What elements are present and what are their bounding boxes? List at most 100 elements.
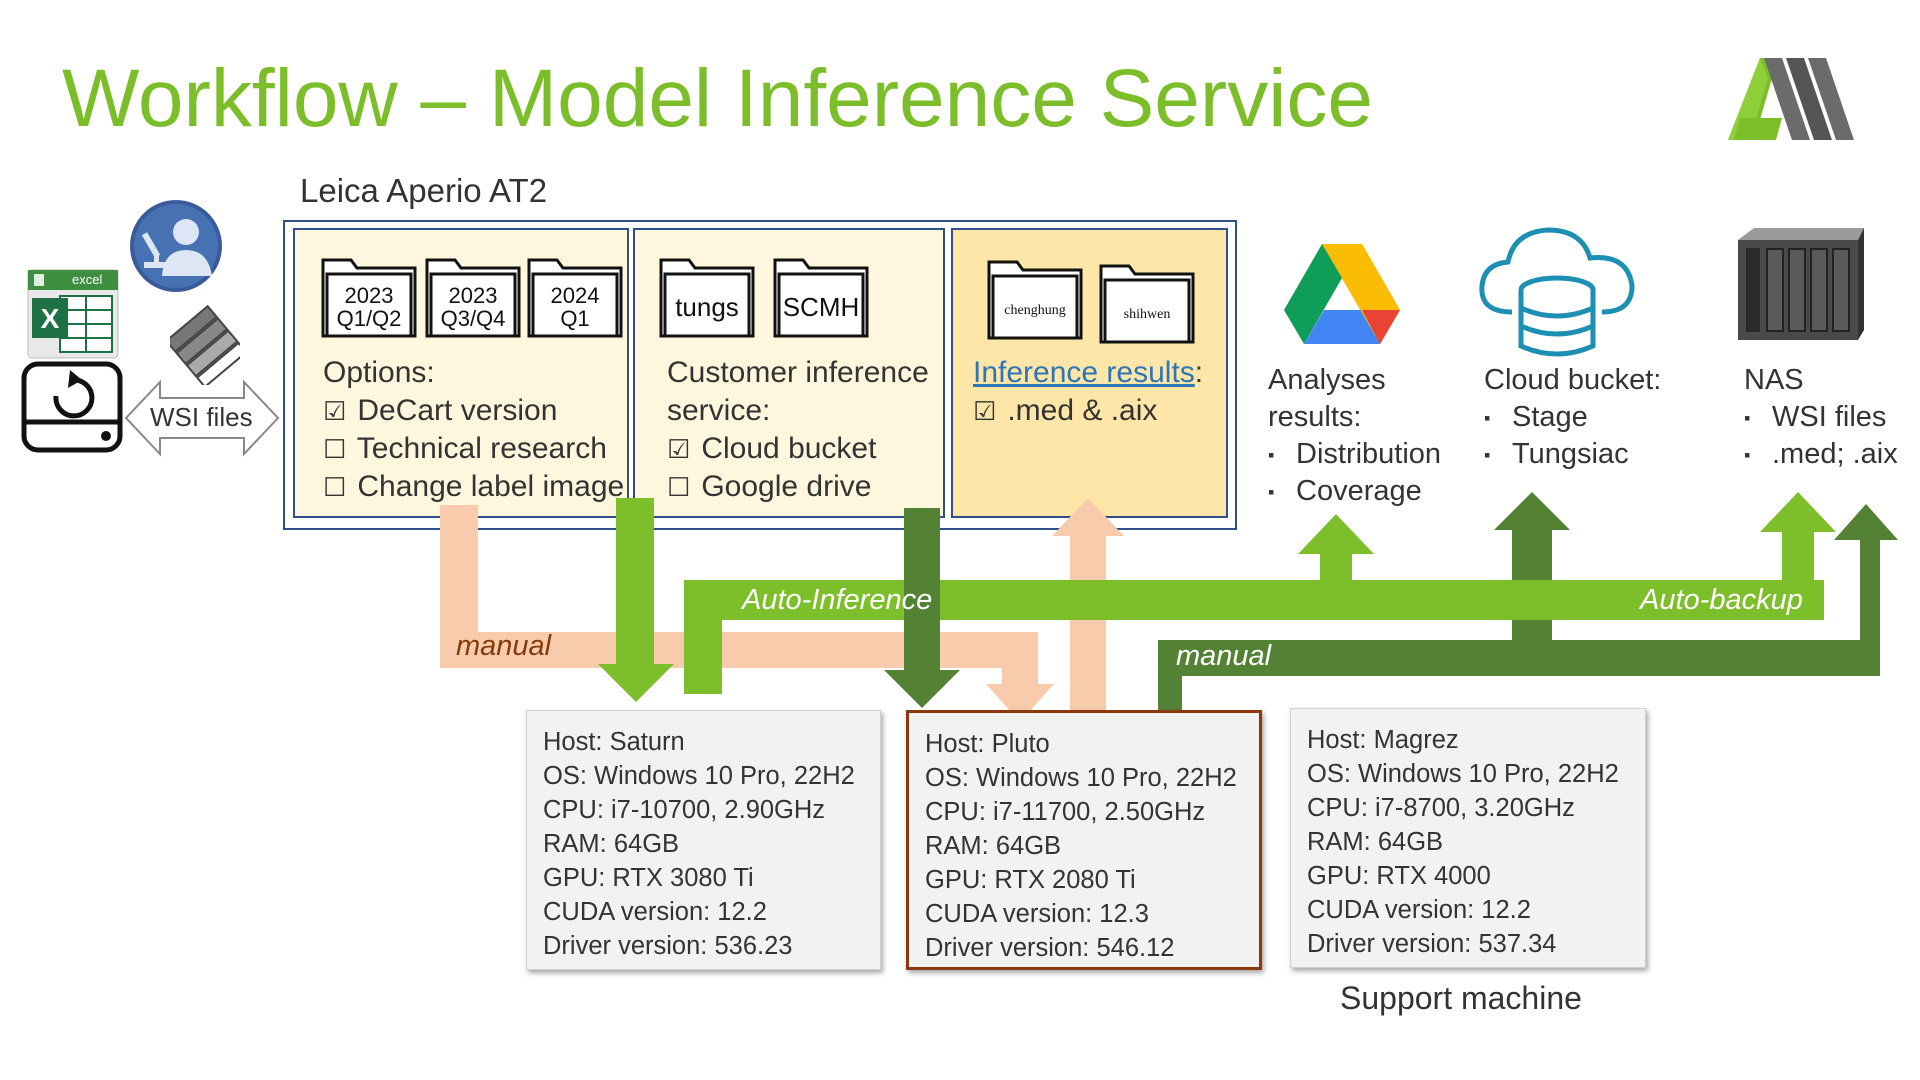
host-line: Driver version: 546.12: [925, 934, 1175, 962]
option-label: Cloud bucket: [701, 432, 877, 465]
customer-heading-line1: Customer inference: [667, 356, 929, 389]
host-magrez-card[interactable]: Host: Magrez OS: Windows 10 Pro, 22H2 CP…: [1290, 708, 1646, 968]
unchecked-box-icon: ☐: [323, 472, 347, 502]
list-item: ▪WSI files: [1744, 401, 1887, 434]
list-item: ▪Coverage: [1268, 475, 1422, 508]
drive-item-label: Distribution: [1296, 438, 1442, 471]
google-drive-icon: [1284, 244, 1400, 344]
folder-label: shihwen: [1123, 307, 1171, 322]
host-line: RAM: 64GB: [1307, 828, 1444, 856]
option-label: .med & .aix: [1007, 394, 1158, 427]
manual-left-label: manual: [456, 630, 552, 662]
auto-bar: [684, 580, 1824, 620]
list-item: ▪.med; .aix: [1744, 438, 1898, 471]
inference-results-link[interactable]: Inference results: [973, 356, 1195, 389]
host-pluto-card[interactable]: Host: Pluto OS: Windows 10 Pro, 22H2 CPU…: [906, 710, 1262, 970]
option-google-drive[interactable]: ☐ Google drive: [667, 470, 871, 504]
option-label: Change label image: [357, 470, 625, 503]
wsi-arrow-label: WSI files: [150, 402, 253, 432]
auto-inference-label: Auto-Inference: [742, 584, 933, 616]
unchecked-box-icon: ☐: [667, 472, 691, 502]
list-item: ▪Stage: [1484, 401, 1588, 434]
host-line: CUDA version: 12.3: [925, 900, 1149, 928]
customer-heading-line2: service:: [667, 394, 771, 427]
host-line: GPU: RTX 3080 Ti: [543, 864, 754, 892]
excel-icon: X excel: [26, 268, 120, 360]
nas-line1: NAS: [1744, 364, 1804, 396]
option-decart-version[interactable]: ☑ DeCart version: [323, 394, 557, 428]
host-line: Driver version: 536.23: [543, 932, 793, 960]
manual-output-arrow: [1158, 504, 1898, 712]
slides-icon: [170, 305, 240, 385]
folder-label-line1: 2024: [550, 283, 600, 308]
option-technical-research[interactable]: ☐ Technical research: [323, 432, 607, 466]
support-machine-label: Support machine: [1340, 980, 1582, 1016]
folder-label-line1: 2023: [344, 283, 394, 308]
folder-label: chenghung: [1004, 303, 1066, 318]
host-line: GPU: RTX 2080 Ti: [925, 866, 1136, 894]
list-item: ▪Tungsiac: [1484, 438, 1629, 471]
option-med-aix[interactable]: ☑ .med & .aix: [973, 394, 1157, 428]
saturn-down-arrow: [598, 498, 674, 702]
cloud-database-icon: [1479, 227, 1635, 357]
host-line: Driver version: 537.34: [1307, 930, 1557, 958]
drive-line1: Analyses: [1268, 364, 1386, 396]
company-logo: [1728, 58, 1854, 140]
folder-label-line2: Q3/Q4: [440, 306, 506, 332]
host-line: OS: Windows 10 Pro, 22H2: [543, 762, 855, 790]
scanner-label: Leica Aperio AT2: [300, 172, 548, 209]
inference-results-heading[interactable]: Inference results:: [973, 356, 1203, 390]
wsi-double-arrow: [124, 379, 280, 457]
host-line: Host: Magrez: [1307, 726, 1459, 754]
option-label: Technical research: [356, 432, 607, 465]
folder-chenghung[interactable]: chenghung: [987, 256, 1083, 340]
folder-shihwen[interactable]: shihwen: [1099, 260, 1195, 344]
nas-service-label: NAS ▪WSI files ▪.med; .aix: [1744, 362, 1898, 473]
folder-label-line2: Q1: [560, 306, 590, 332]
analyses-upload-arrow: [1298, 514, 1374, 582]
auto-bar-drop: [684, 600, 722, 694]
checked-box-icon: ☑: [323, 396, 347, 426]
customer-inference-panel: tungs SCMH Customer inference service: ☑…: [633, 228, 945, 518]
folder-tungs[interactable]: tungs: [659, 254, 755, 338]
host-line: GPU: RTX 4000: [1307, 862, 1491, 890]
host-line: CPU: i7-10700, 2.90GHz: [543, 796, 826, 824]
cloud-item-label: Stage: [1512, 401, 1588, 434]
nas-icon: [1738, 228, 1864, 340]
folder-label: SCMH: [782, 292, 860, 322]
folder-scmh[interactable]: SCMH: [773, 254, 869, 338]
svg-text:X: X: [41, 303, 60, 334]
host-line: CPU: i7-11700, 2.50GHz: [925, 798, 1206, 826]
folder-label: tungs: [675, 292, 739, 322]
option-cloud-bucket[interactable]: ☑ Cloud bucket: [667, 432, 876, 466]
folder-label-line1: 2023: [448, 283, 498, 308]
host-saturn-card[interactable]: Host: Saturn OS: Windows 10 Pro, 22H2 CP…: [526, 710, 881, 970]
host-line: CUDA version: 12.2: [1307, 896, 1531, 924]
option-change-label-image[interactable]: ☐ Change label image: [323, 470, 624, 504]
host-line: CPU: i7-8700, 3.20GHz: [1307, 794, 1575, 822]
option-label: Google drive: [701, 470, 872, 503]
host-line: RAM: 64GB: [925, 832, 1062, 860]
nas-item-label: .med; .aix: [1772, 438, 1898, 471]
backup-drive-icon: [21, 361, 123, 453]
checked-box-icon: ☑: [973, 396, 997, 426]
options-heading: Options:: [323, 356, 435, 389]
host-line: RAM: 64GB: [543, 830, 680, 858]
heading-colon: :: [1194, 356, 1204, 389]
pathologist-icon: [130, 200, 222, 292]
page-title: Workflow – Model Inference Service: [62, 53, 1374, 144]
auto-backup-label: Auto-backup: [1640, 584, 1803, 616]
host-line: Host: Saturn: [543, 728, 685, 756]
manual-input-arrow: [440, 505, 1054, 722]
host-line: OS: Windows 10 Pro, 22H2: [1307, 760, 1619, 788]
drive-service-label: Analyses results: ▪Distribution ▪Coverag…: [1268, 362, 1441, 510]
checked-box-icon: ☑: [667, 434, 691, 464]
unchecked-box-icon: ☐: [323, 434, 347, 464]
drive-line2: results:: [1268, 401, 1362, 434]
list-item: ▪Distribution: [1268, 438, 1442, 471]
